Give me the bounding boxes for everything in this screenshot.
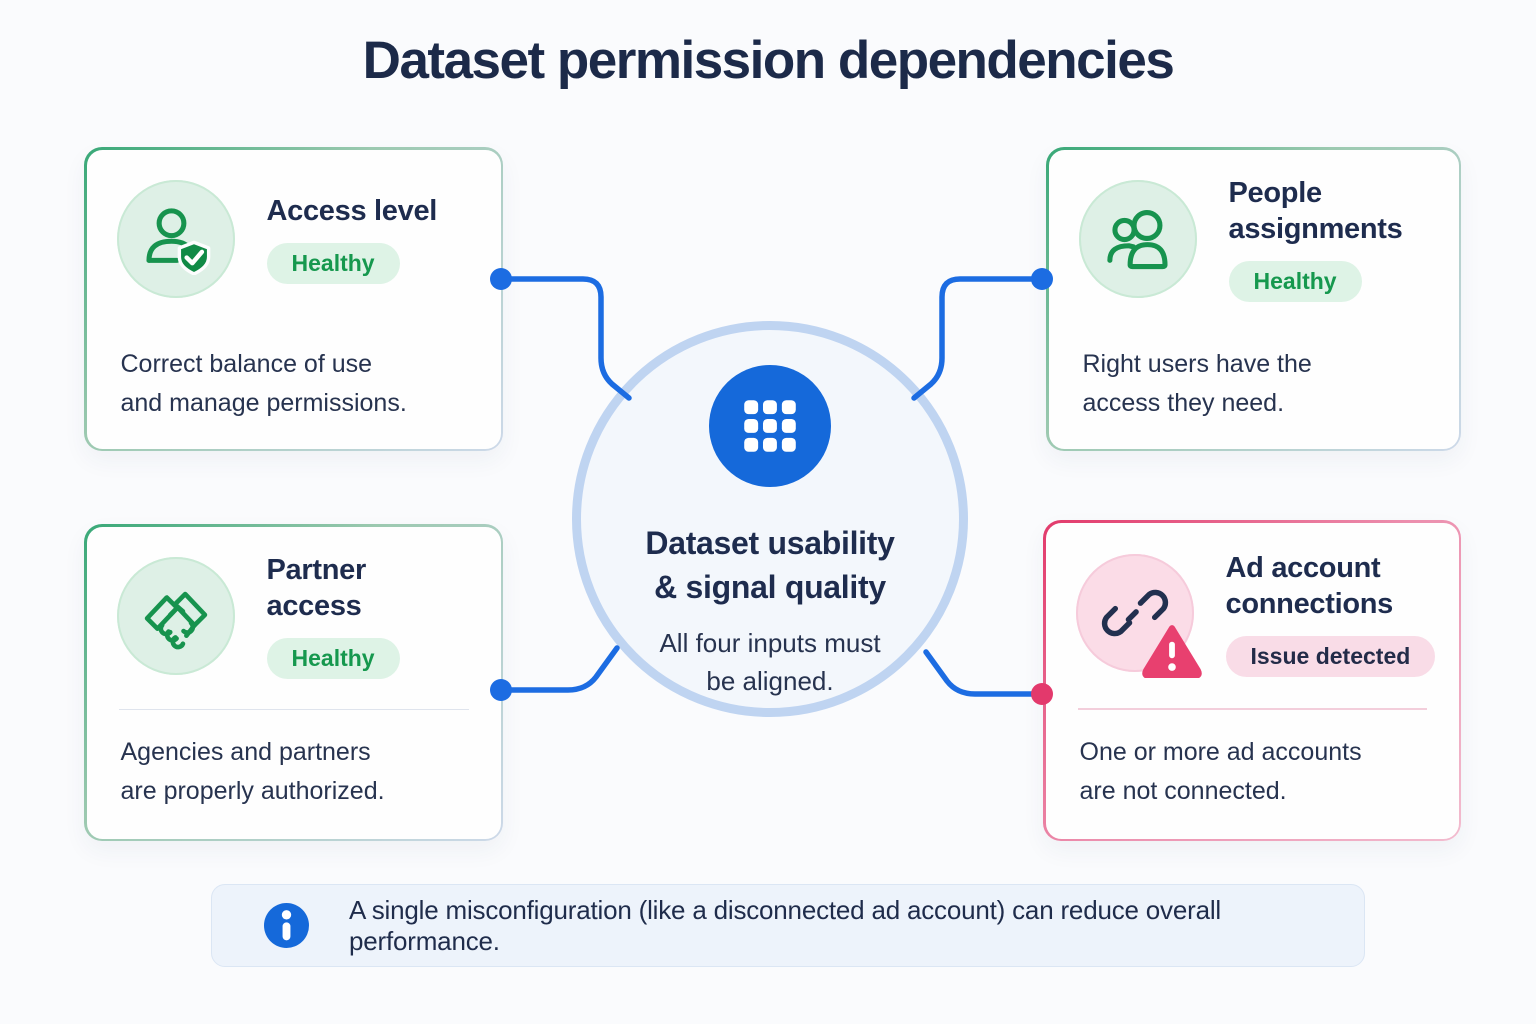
card-description-line: Right users have the [1082,349,1312,378]
card-ad-account-connections-body: Ad account connections Issue detected On… [1045,522,1459,839]
card-title-line: connections [1225,587,1394,620]
connector-ad-account-connections [923,649,1045,697]
status-badge-issue: Issue detected [1225,635,1436,677]
card-description: Right users have the access they need. [1083,345,1425,423]
center-subtitle-line: be aligned. [706,666,834,696]
status-badge-healthy: Healthy [266,243,400,284]
card-description-line: and manage permissions. [120,388,407,417]
card-description: Agencies and partners are properly autho… [121,733,467,811]
card-description: One or more ad accounts are not connecte… [1080,733,1425,811]
card-title-line: assignments [1228,213,1403,245]
people-icon [1078,179,1197,298]
card-divider [118,708,469,710]
card-description-line: Correct balance of use [120,349,373,378]
card-divider [1077,707,1427,710]
dataset-grid-icon [709,365,831,487]
card-people-assignments-body: People assignments Healthy Right users h… [1048,149,1459,449]
status-badge-healthy: Healthy [266,638,400,679]
connector-partner-access [498,645,620,693]
card-description-line: are not connected. [1079,776,1287,805]
info-banner-text: A single misconfiguration (like a discon… [349,894,1221,956]
center-node-dataset-usability: Dataset usability & signal quality All f… [572,321,968,717]
card-title-line: access [266,590,362,622]
card-title-line: People [1228,177,1323,209]
card-description-line: Agencies and partners [120,737,371,766]
card-partner-access: Partner access Healthy Agencies and part… [84,524,503,841]
connector-people-assignments [911,276,1045,401]
info-icon [264,903,309,948]
center-title-line: & signal quality [654,569,886,605]
card-title: People assignments [1229,175,1403,247]
card-ad-account-connections: Ad account connections Issue detected On… [1043,520,1461,841]
card-partner-access-body: Partner access Healthy Agencies and part… [86,526,501,839]
card-title-line: Ad account [1225,551,1381,584]
card-title: Access level [267,193,438,229]
center-title: Dataset usability & signal quality [645,521,895,609]
info-banner: A single misconfiguration (like a discon… [211,884,1365,967]
card-title: Ad account connections [1226,550,1394,622]
person-shield-check-icon [116,179,235,298]
connector-access-level [498,276,632,401]
card-title-line: Access level [266,195,438,227]
card-access-level: Access level Healthy Correct balance of … [84,147,503,451]
card-description: Correct balance of use and manage permis… [121,345,467,423]
card-access-level-body: Access level Healthy Correct balance of … [86,149,501,449]
center-subtitle: All four inputs must be aligned. [659,624,880,700]
card-description-line: One or more ad accounts [1079,737,1362,766]
center-title-line: Dataset usability [645,525,895,561]
card-description-line: are properly authorized. [120,776,385,805]
card-description-line: access they need. [1082,388,1285,417]
page-title: Dataset permission dependencies [362,31,1175,90]
center-subtitle-line: All four inputs must [659,628,881,658]
card-people-assignments: People assignments Healthy Right users h… [1046,147,1461,451]
card-title: Partner access [266,552,367,624]
card-title-line: Partner [266,554,367,586]
handshake-icon [116,556,235,675]
status-badge-healthy: Healthy [1228,261,1362,302]
broken-link-warning-icon [1075,554,1202,679]
